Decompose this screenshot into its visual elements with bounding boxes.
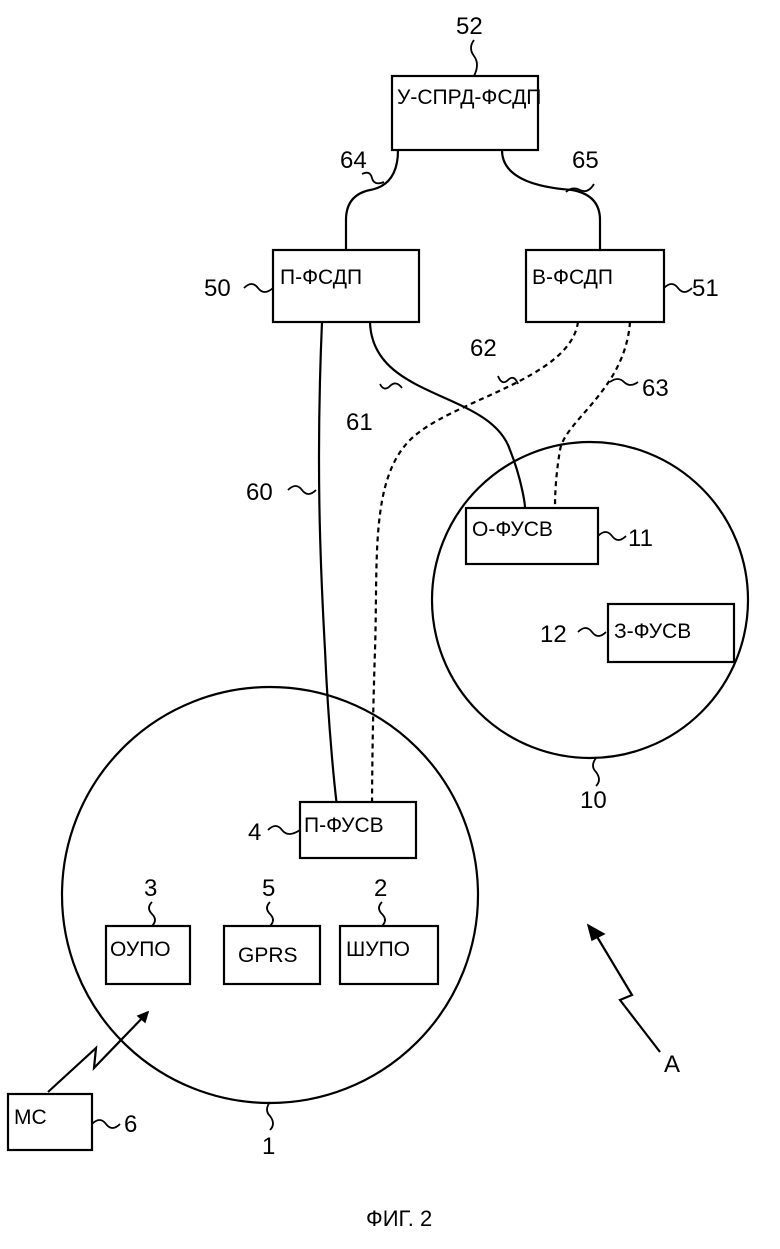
- leader-11: [598, 532, 626, 540]
- figure-caption: ФИГ. 2: [366, 1206, 432, 1231]
- box-v-fsdp: В-ФСДП: [526, 250, 664, 322]
- leader-12: [578, 628, 606, 636]
- leader-6: [92, 1120, 120, 1128]
- ref-1: 1: [262, 1133, 275, 1160]
- box-o-fusv: О-ФУСВ: [466, 508, 598, 564]
- ref-64: 64: [340, 147, 367, 174]
- link-60: [319, 322, 340, 826]
- ref-10: 10: [580, 787, 607, 814]
- ref-63: 63: [642, 375, 669, 402]
- link-62: [372, 322, 578, 826]
- box-p-fusv-label: П-ФУСВ: [304, 814, 384, 837]
- box-oupo-label: ОУПО: [110, 938, 171, 961]
- leader-61: [380, 383, 402, 388]
- leader-50: [244, 284, 273, 292]
- box-oupo: ОУПО: [106, 926, 190, 984]
- box-shupo-label: ШУПО: [346, 938, 410, 961]
- leader-1: [267, 1102, 273, 1130]
- ref-50: 50: [204, 275, 231, 302]
- leader-60: [288, 486, 316, 494]
- ref-52: 52: [456, 13, 483, 40]
- box-ms: МС: [8, 1094, 92, 1150]
- ref-60: 60: [246, 479, 273, 506]
- ref-61: 61: [346, 409, 373, 436]
- box-z-fusv-label: З-ФУСВ: [614, 620, 691, 643]
- ref-4: 4: [248, 819, 261, 846]
- link-63: [555, 322, 630, 508]
- leader-52: [471, 40, 477, 76]
- box-z-fusv: З-ФУСВ: [608, 604, 734, 662]
- leader-3: [149, 902, 155, 926]
- ref-6: 6: [124, 1111, 137, 1138]
- ref-65: 65: [572, 147, 599, 174]
- leader-5: [267, 902, 273, 926]
- leader-51: [664, 284, 692, 292]
- box-p-fusv: П-ФУСВ: [300, 802, 416, 858]
- box-gprs: GPRS: [224, 926, 320, 984]
- direction-a-arrowhead-icon: [588, 925, 604, 940]
- box-shupo: ШУПО: [340, 926, 438, 984]
- leader-64: [362, 173, 384, 184]
- leader-4: [268, 826, 300, 834]
- ref-12: 12: [540, 621, 567, 648]
- box-p-fsdp-label: П-ФСДП: [280, 266, 362, 289]
- box-u-sprd-fsdp: У-СПРД-ФСДП: [392, 76, 541, 150]
- leader-2: [379, 902, 385, 926]
- box-v-fsdp-label: В-ФСДП: [532, 266, 613, 289]
- leader-63: [610, 379, 638, 385]
- box-u-sprd-fsdp-label: У-СПРД-ФСДП: [397, 86, 541, 109]
- ref-5: 5: [262, 875, 275, 902]
- box-p-fsdp: П-ФСДП: [273, 250, 419, 322]
- box-ms-label: МС: [14, 1106, 47, 1129]
- ref-a: A: [664, 1051, 680, 1078]
- box-gprs-label: GPRS: [238, 944, 298, 967]
- ref-51: 51: [692, 275, 719, 302]
- ref-2: 2: [374, 875, 387, 902]
- leader-10: [593, 758, 599, 786]
- direction-a-arrow-icon: [596, 935, 660, 1052]
- ref-11: 11: [628, 525, 653, 552]
- ref-3: 3: [144, 875, 157, 902]
- box-o-fusv-label: О-ФУСВ: [472, 518, 553, 541]
- ref-62: 62: [470, 335, 497, 362]
- visited-network-circle: [432, 442, 748, 758]
